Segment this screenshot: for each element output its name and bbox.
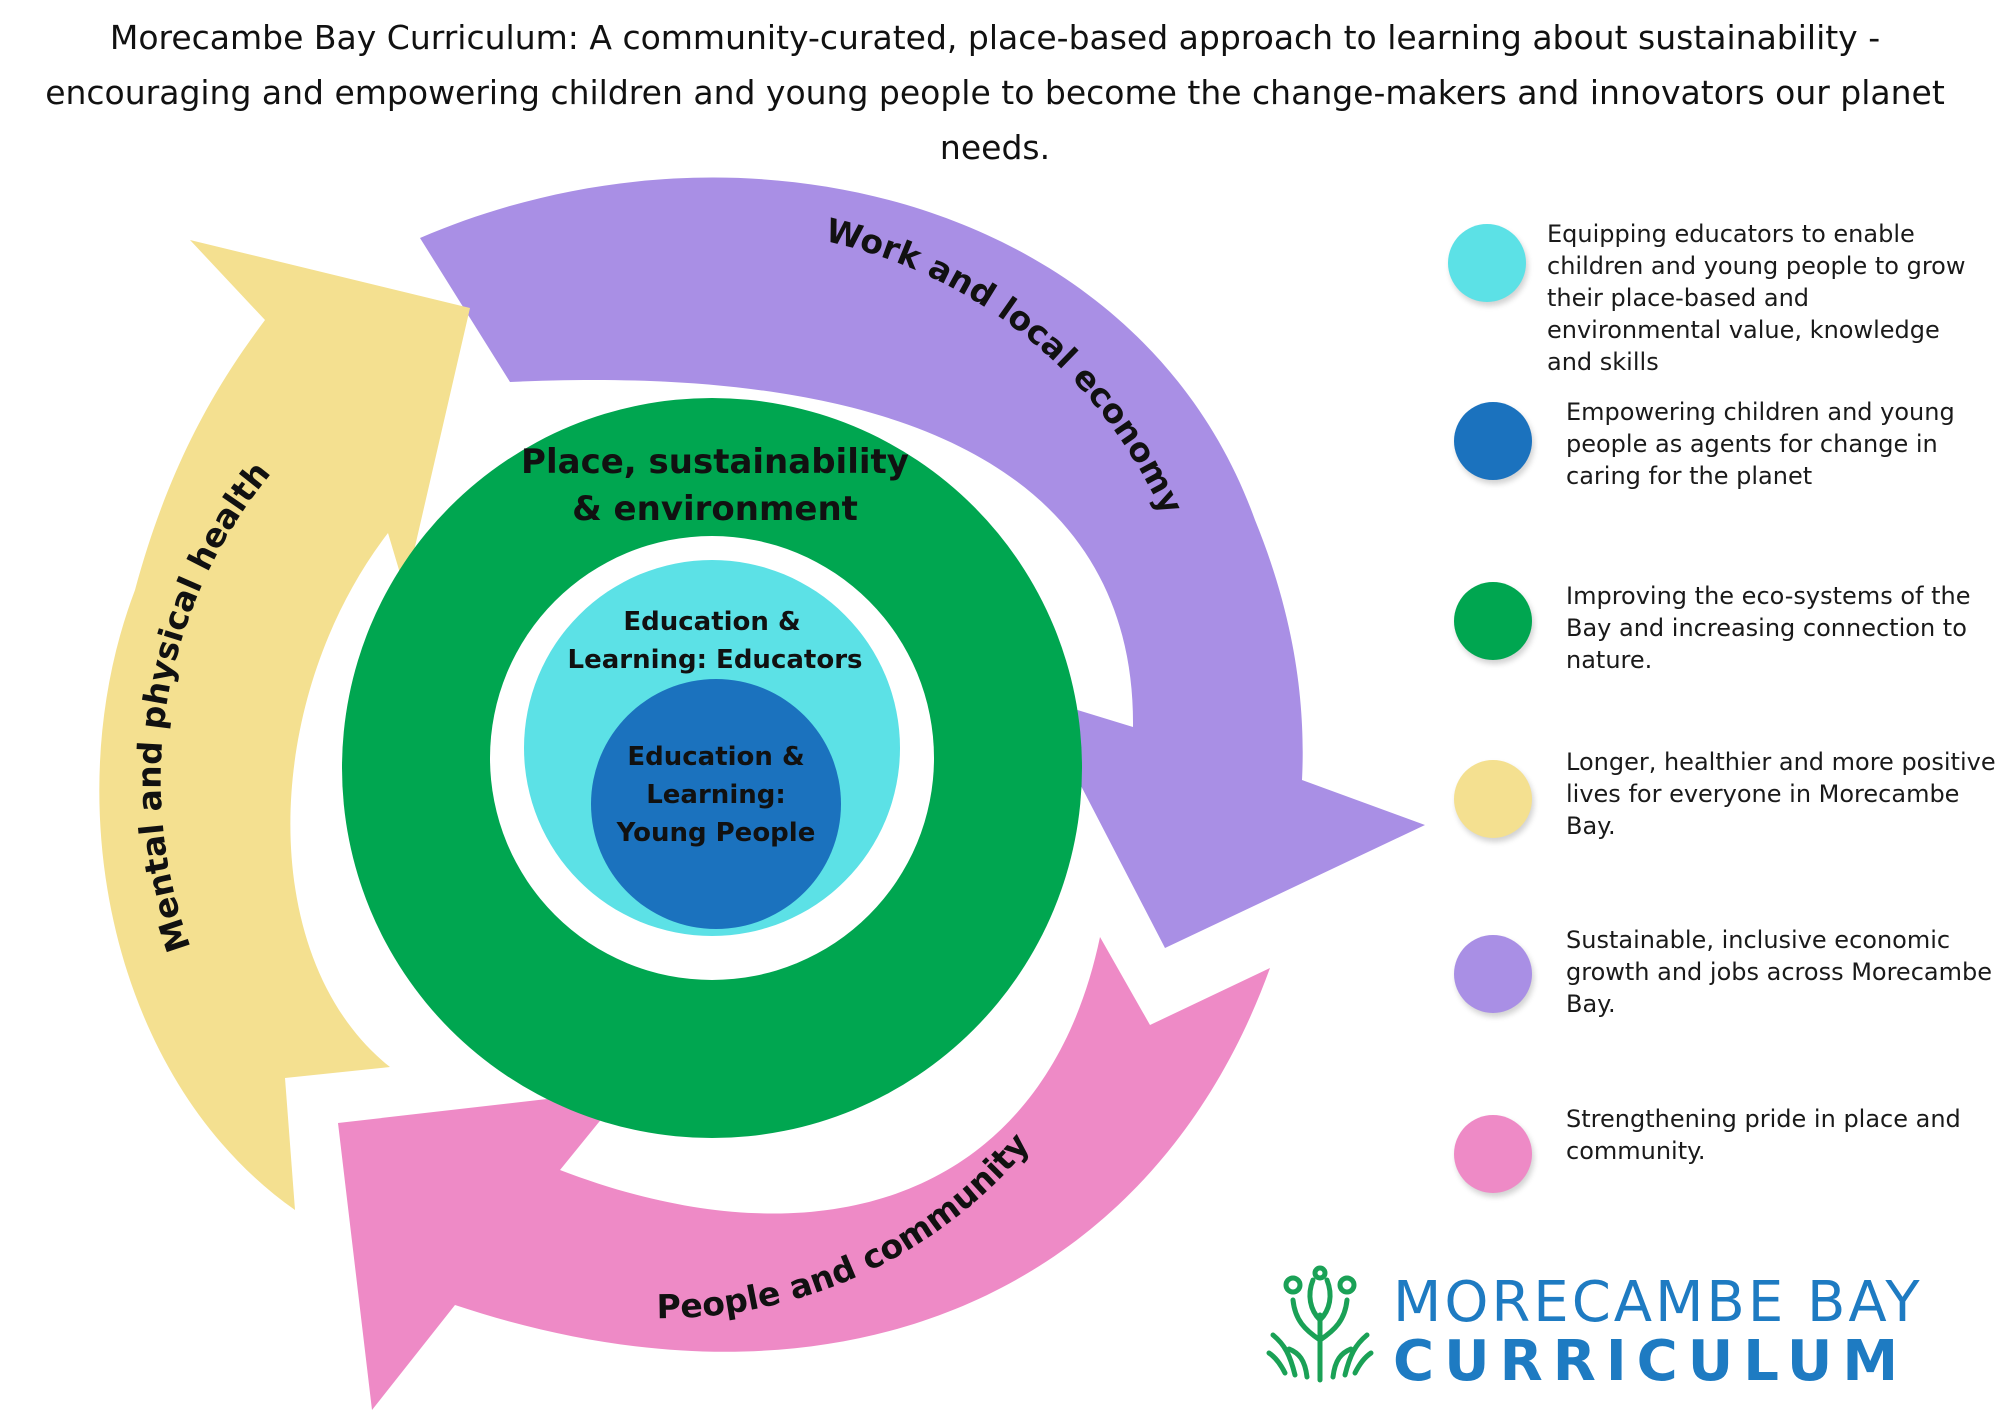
legend-text: Improving the eco-systems of the Bay and… [1566, 582, 1971, 674]
tree-icon [1266, 1265, 1374, 1383]
legend-item-ecosystems: Improving the eco-systems of the Bay and… [1448, 582, 2000, 692]
young-people-label-line-1: Education & [627, 742, 804, 772]
educators-label-line-1: Education & [623, 607, 800, 637]
curriculum-diagram: Place, sustainability & environment Educ… [99, 177, 1425, 1410]
logo-text-line-1: MORECAMBE BAY [1393, 1270, 1923, 1335]
legend-text: Equipping educators to enable children a… [1547, 220, 1966, 376]
legend-dot-blue [1454, 402, 1532, 480]
young-people-circle [591, 679, 841, 929]
educators-label-line-2: Learning: Educators [568, 645, 863, 675]
people-community-arrow [338, 937, 1270, 1410]
legend-dot-yellow [1454, 760, 1532, 838]
place-environment-label-line-2: & environment [572, 489, 858, 529]
work-economy-arrow [420, 177, 1425, 949]
legend-dot-green [1454, 582, 1532, 660]
legend-text: Empowering children and young people as … [1566, 398, 1955, 490]
legend-item-health: Longer, healthier and more positive live… [1448, 748, 2000, 870]
legend-text: Longer, healthier and more positive live… [1566, 748, 1996, 840]
legend-item-economy: Sustainable, inclusive economic growth a… [1448, 926, 2000, 1045]
legend-dot-pink [1454, 1115, 1532, 1193]
place-environment-label-line-1: Place, sustainability [521, 442, 909, 482]
mental-health-arrow [99, 240, 470, 1210]
legend-text: Strengthening pride in place and communi… [1566, 1105, 1961, 1165]
morecambe-bay-logo: MORECAMBE BAY CURRICULUM [1265, 1265, 2000, 1395]
young-people-label-line-3: Young People [616, 818, 816, 848]
logo-text-line-2: CURRICULUM [1393, 1329, 1909, 1394]
legend-item-young-people: Empowering children and young people as … [1448, 398, 2000, 512]
legend-text: Sustainable, inclusive economic growth a… [1566, 926, 1992, 1018]
legend-dot-cyan [1448, 224, 1526, 302]
legend-item-community: Strengthening pride in place and communi… [1448, 1105, 2000, 1225]
page-title: Morecambe Bay Curriculum: A community-cu… [45, 18, 1945, 167]
legend-dot-purple [1454, 935, 1532, 1013]
young-people-label-line-2: Learning: [646, 780, 786, 810]
legend-item-educators: Equipping educators to enable children a… [1448, 220, 2000, 376]
